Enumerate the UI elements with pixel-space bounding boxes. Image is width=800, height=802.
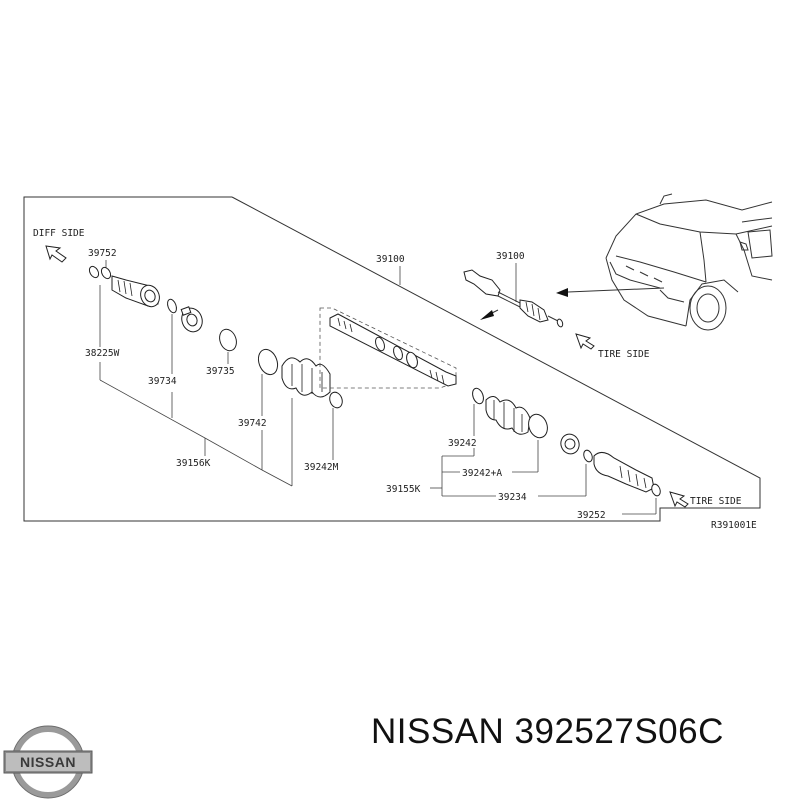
outer-washer-part (583, 449, 593, 463)
circlip-part (219, 328, 237, 352)
part-label-39156k: 39156K (176, 458, 211, 469)
washer-part (167, 298, 177, 314)
snap-ring-part (88, 265, 112, 280)
joint-housing-part (111, 275, 160, 308)
shaft-assembly-icon (463, 269, 564, 328)
nissan-logo: NISSAN (3, 725, 93, 799)
tire-side-label-2: TIRE SIDE (690, 496, 742, 507)
outer-small-band-part (472, 387, 484, 405)
ball-cage-part (560, 433, 580, 455)
outer-nut-part (651, 483, 661, 497)
tripod-part (180, 306, 203, 333)
tire-side-arrow-icon-2 (669, 491, 689, 508)
diff-side-label: DIFF SIDE (33, 228, 85, 239)
diagram-frame (23, 196, 761, 522)
part-label-39242m: 39242M (304, 462, 339, 473)
pointer-arrow-icon (480, 287, 665, 320)
part-number-caption: NISSAN 392527S06C (371, 712, 724, 751)
outer-boot-band-part (528, 413, 548, 439)
part-label-39242a: 39242+A (462, 468, 502, 479)
part-label-39734: 39734 (148, 376, 177, 387)
vehicle-illustration (605, 193, 773, 331)
part-label-39735: 39735 (206, 366, 235, 377)
part-label-39242: 39242 (448, 438, 477, 449)
part-label-39252: 39252 (577, 510, 606, 521)
part-label-39752: 39752 (88, 248, 117, 259)
outer-joint-part (593, 452, 655, 493)
reference-code: R391001E (711, 520, 757, 531)
part-label-39100-small: 39100 (496, 251, 525, 262)
part-label-39742: 39742 (238, 418, 267, 429)
tire-side-label: TIRE SIDE (598, 349, 650, 360)
outer-boot-part (485, 396, 531, 435)
part-label-39155k: 39155K (386, 484, 421, 495)
part-label-39100-main: 39100 (376, 254, 405, 265)
part-label-38225w: 38225W (85, 348, 120, 359)
inner-boot-part (281, 357, 331, 398)
part-label-39234: 39234 (498, 492, 527, 503)
small-band-part (329, 391, 343, 409)
tire-side-arrow-icon (575, 333, 595, 350)
boot-band-part (257, 348, 279, 376)
diff-side-arrow-icon (45, 245, 67, 263)
drive-shaft-part (329, 313, 457, 387)
logo-wordmark: NISSAN (20, 754, 76, 770)
